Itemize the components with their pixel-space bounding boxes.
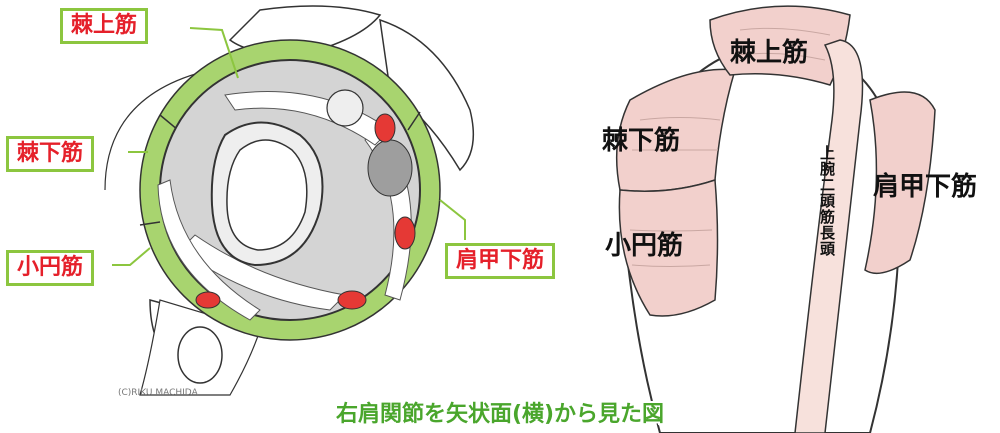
label-infraspinatus-left: 棘下筋 <box>6 136 95 172</box>
label-supraspinatus-left: 棘上筋 <box>60 8 149 44</box>
fiber-lines-2 <box>734 27 831 61</box>
left-illustration <box>104 5 475 396</box>
diagram-caption: 右肩関節を矢状面(横)から見た図 <box>335 402 665 427</box>
label-infraspinatus-right: 棘下筋 <box>602 126 681 156</box>
teres-minor-muscle <box>618 178 719 317</box>
leader-subscapularis <box>439 199 466 240</box>
label-teres-minor-right: 小円筋 <box>605 231 684 261</box>
credit-text: (C)RIKU MACHIDA <box>118 388 198 398</box>
glenoid-fossa <box>226 139 308 251</box>
segment-line-3 <box>407 111 421 131</box>
subscapularis-muscle <box>864 91 936 275</box>
label-subscapularis-left: 肩甲下筋 <box>445 243 556 279</box>
attachment-spot-2 <box>394 216 416 250</box>
fiber-lines-1 <box>629 117 721 267</box>
right-illustration <box>615 5 936 433</box>
label-subscapularis-right: 肩甲下筋 <box>873 172 978 202</box>
biceps-tendon <box>794 39 864 433</box>
bursa <box>367 139 413 197</box>
supraspinatus-muscle <box>709 5 851 86</box>
ligament-band-4 <box>157 179 261 321</box>
attachment-spot-3 <box>337 290 367 310</box>
label-teres-minor-left: 小円筋 <box>6 250 95 286</box>
segment-line-2 <box>139 221 161 226</box>
biceps-tendon-section <box>326 89 364 127</box>
label-biceps-long-head: 上腕二頭筋長頭 <box>818 145 836 257</box>
label-supraspinatus-right: 棘上筋 <box>730 38 809 68</box>
leader-supraspinatus <box>189 27 239 79</box>
clavicle-section <box>177 326 223 384</box>
glenoid-rim <box>104 69 211 191</box>
attachment-spot-4 <box>195 291 221 309</box>
leader-teres-minor <box>112 247 151 266</box>
attachment-spot-1 <box>374 113 396 143</box>
